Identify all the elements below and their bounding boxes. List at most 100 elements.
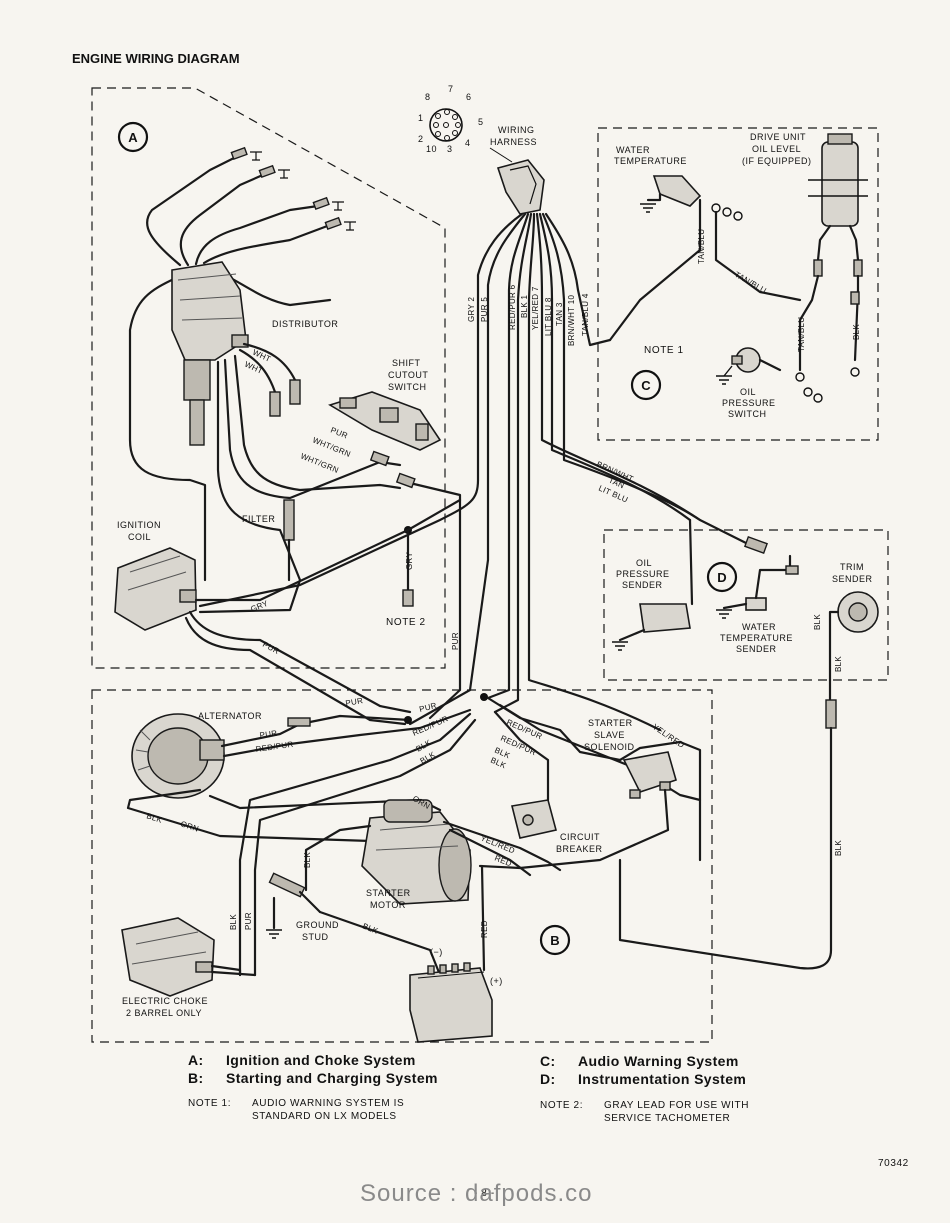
wire-label-blk-battery: BLK [361,922,380,936]
electric-choke [121,917,257,997]
section-a-marker: A [117,121,149,153]
ignition-coil-label-1: IGNITION [117,520,161,530]
note1-marker: NOTE 1 [644,345,684,356]
section-c-boundary [597,127,879,441]
spark-plug-wires [128,154,332,582]
starter-motor-label-2: MOTOR [370,900,406,910]
shift-switch-label-1: SHIFT [392,358,421,368]
wire-label-blk-choke: BLK [229,914,238,930]
wire-label-whtgrn-2: WHT/GRN [299,452,340,475]
wire-label-tanblu-3: TAN/BLU [797,317,806,352]
shift-cutout-switch [328,391,442,451]
note2-marker: NOTE 2 [386,617,426,628]
wire-label-pur-b-1: PUR [345,696,364,708]
ground-stud-label-1: GROUND [296,920,339,930]
wire-label-pur-choke: PUR [244,912,253,930]
note1-key: NOTE 1: [188,1098,231,1109]
page-number: - 8 - [474,1188,495,1199]
wire-label-pur-coil: PUR [261,640,281,656]
water-temp-sender-label-3: SENDER [736,644,777,654]
wire-label-litblu: LIT BLU [597,484,629,505]
wire-label-tanblu4: TAN/BLU 4 [581,293,590,336]
junction-pur [404,716,412,724]
note2-line1: GRAY LEAD FOR USE WITH [604,1100,749,1111]
wire-label-litblu8: LIT BLU 8 [544,297,553,336]
wire-label-pur-switch: PUR [329,426,349,441]
oil-pressure-switch-label-3: SWITCH [728,409,767,419]
battery [409,864,493,1043]
electric-choke-label-2: 2 BARREL ONLY [126,1008,202,1018]
pin-3-label: 3 [447,144,453,154]
wire-label-pur5: PUR 5 [480,297,489,322]
starter-wiring [442,820,562,877]
pin-4-label: 4 [465,138,471,148]
legend-c-text: Audio Warning System [578,1053,739,1069]
wire-label-redpur-alt: RED/PUR [255,740,294,754]
shift-switch-label-2: CUTOUT [388,370,428,380]
solenoid-label-1: STARTER [588,718,633,728]
legend-d-key: D: [540,1071,556,1087]
circuit-breaker-label-2: BREAKER [556,844,603,854]
svg-text:A: A [128,130,138,145]
drive-unit-leads [795,274,860,403]
water-temp-sender-label-2: TEMPERATURE [720,633,793,643]
wire-label-gry2: GRY 2 [467,297,476,322]
drive-unit-oil-reservoir [808,133,868,277]
section-c-marker: C [630,369,662,401]
source-watermark: Source : dafpods.co [360,1180,593,1207]
water-temperature-switch [640,175,743,221]
tanblu-wire-drive-unit [714,210,802,302]
wiring-harness-label-2: HARNESS [490,137,537,147]
coil-pur-wires [184,610,412,726]
section-b-boundary [91,689,713,1043]
svg-text:C: C [641,378,651,393]
wire-label-blk-drive: BLK [852,324,861,340]
electric-choke-label-1: ELECTRIC CHOKE [122,996,208,1006]
pin-2-label: 2 [418,134,424,144]
shift-switch-label-3: SWITCH [388,382,427,392]
note2-line2: SERVICE TACHOMETER [604,1113,730,1124]
filter [283,499,295,582]
legend-b-text: Starting and Charging System [226,1070,438,1086]
oil-pressure-sender-label-3: SENDER [622,580,663,590]
oil-pressure-sender-label-2: PRESSURE [616,569,670,579]
wire-label-pur-b-2: PUR [418,701,437,714]
note2-key: NOTE 2: [540,1100,583,1111]
ground-stud [266,824,442,977]
water-temp-label-2: TEMPERATURE [614,156,687,166]
svg-text:D: D [717,570,726,585]
filter-label: FILTER [242,514,275,524]
wire-label-wht-1: WHT [251,348,272,364]
legend-a-text: Ignition and Choke System [226,1052,416,1068]
circuit-breaker [511,799,557,839]
wire-label-blk-ground: BLK [303,852,312,868]
gry-tach-lead [194,498,462,607]
note1-line2: STANDARD ON LX MODELS [252,1111,397,1122]
wire-label-tan3: TAN 3 [555,302,564,326]
wire-label-wht-2: WHT [243,360,264,376]
pin-7-label: 7 [448,84,454,94]
wire-label-orn-alt: ORN [179,819,200,833]
water-temp-sender [716,535,799,619]
junction-redpur [480,693,488,701]
distributor [171,261,249,446]
oil-pressure-switch-label-1: OIL [740,387,756,397]
solenoid-label-3: SOLENOID [584,742,635,752]
wire-label-tanblu-1: TAN/BLU [697,229,706,264]
legend-d-text: Instrumentation System [578,1071,746,1087]
trim-sender [618,591,879,970]
wire-label-gry-tach: GRY [405,552,414,570]
alternator-label: ALTERNATOR [198,711,262,721]
wire-label-blk-alt: BLK [145,811,163,825]
note1-line1: AUDIO WARNING SYSTEM IS [252,1098,404,1109]
pin-10-label: 10 [426,144,437,154]
spark-plug-boots [230,146,356,231]
wire-label-pur-alt: PUR [259,729,278,740]
figure-number: 70342 [878,1158,909,1169]
wiring-harness-plug [496,159,545,215]
wire-label-blk-trim-1: BLK [813,614,822,630]
section-a-boundary [91,87,446,669]
wire-label-yelred-starter: YEL/RED [479,834,516,856]
alternator [131,713,225,799]
wire-label-blk-trim-2: BLK [834,656,843,672]
